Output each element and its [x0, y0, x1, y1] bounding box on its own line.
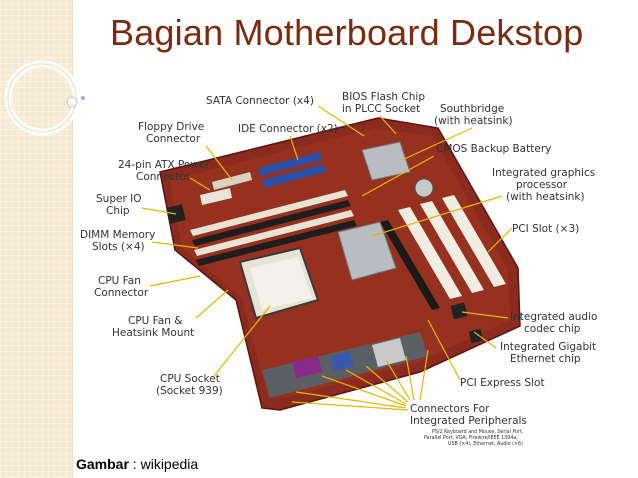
- label-floppy-line1: Floppy Drive: [138, 121, 204, 133]
- label-cmos: CMOS Backup Battery: [436, 143, 551, 155]
- label-bios-line2: in PLCC Socket: [342, 103, 420, 115]
- credit-source: wikipedia: [140, 456, 199, 472]
- credit-separator: :: [128, 456, 141, 472]
- label-igp-line3: (with heatsink): [506, 191, 585, 203]
- label-cpufan-line2: Connector: [94, 287, 149, 299]
- label-igp-line1: Integrated graphics: [492, 167, 595, 179]
- label-bios-line1: BIOS Flash Chip: [342, 91, 425, 103]
- label-socket-line2: (Socket 939): [156, 385, 223, 397]
- circle-decoration: [4, 60, 85, 136]
- label-southbridge-line2: (with heatsink): [434, 115, 513, 127]
- label-audio-line1: Integrated audio: [510, 311, 597, 323]
- image-credit: Gambar : wikipedia: [76, 456, 198, 472]
- label-periph-line1: Connectors For: [410, 403, 490, 415]
- credit-label: Gambar: [76, 456, 129, 472]
- label-superio-line2: Chip: [106, 205, 130, 217]
- label-periph-note1: PS/2 Keyboard and Mouse, Serial Port,: [432, 429, 524, 435]
- page-title: Bagian Motherboard Dekstop: [110, 12, 584, 53]
- motherboard-image: [159, 117, 521, 411]
- label-heatsink-line1: CPU Fan &: [128, 315, 182, 327]
- label-gbe-line1: Integrated Gigabit: [500, 341, 596, 353]
- label-periph-note2: Parallel Port, VGA, Firewire/IEEE 1394a,: [424, 435, 518, 441]
- label-periph-line2: Integrated Peripherals: [410, 415, 527, 427]
- label-periph-note3: USB (×4), Ethernet, Audio (×6): [448, 441, 523, 447]
- label-southbridge-line1: Southbridge: [440, 103, 504, 115]
- leader-lines: [141, 105, 513, 411]
- label-audio-line2: codec chip: [524, 323, 581, 335]
- label-dimm-line1: DIMM Memory: [80, 229, 155, 241]
- part-labels: SATA Connector (x4) BIOS Flash Chip in P…: [80, 91, 597, 447]
- label-igp-line2: processor: [516, 179, 568, 191]
- label-atx-line1: 24-pin ATX Power: [118, 159, 210, 171]
- label-pcie: PCI Express Slot: [460, 377, 545, 389]
- label-floppy-line2: Connector: [146, 133, 201, 145]
- label-superio-line1: Super IO: [96, 193, 141, 205]
- label-dimm-line2: Slots (×4): [92, 241, 145, 253]
- label-sata: SATA Connector (x4): [206, 95, 314, 107]
- label-socket-line1: CPU Socket: [160, 373, 220, 385]
- label-atx-line2: Connector: [136, 171, 191, 183]
- label-ide: IDE Connector (x2): [238, 123, 338, 135]
- label-pci: PCI Slot (×3): [512, 223, 579, 235]
- label-heatsink-line2: Heatsink Mount: [112, 327, 194, 339]
- label-cpufan-line1: CPU Fan: [98, 275, 141, 287]
- label-gbe-line2: Ethernet chip: [510, 353, 581, 365]
